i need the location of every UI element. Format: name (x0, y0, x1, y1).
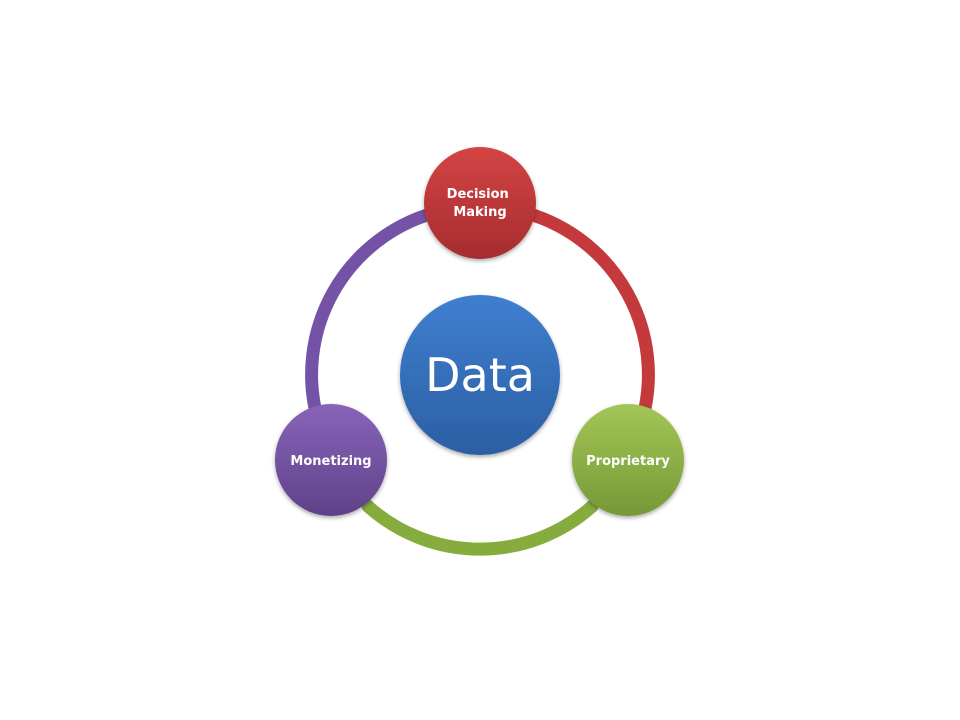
node-decision-making-line-1: Decision (447, 187, 509, 202)
center-node-data: Data (400, 295, 560, 455)
node-proprietary: Proprietary (572, 404, 684, 516)
arc-decision-to-proprietary (522, 207, 655, 423)
node-monetizing-label: Monetizing (290, 454, 371, 469)
node-monetizing: Monetizing (275, 404, 387, 516)
node-proprietary-label: Proprietary (586, 454, 670, 469)
node-decision-making-line-2: Making (453, 205, 506, 220)
cycle-ring (305, 207, 655, 556)
svg-text:Decision Making: Decision Making (447, 187, 514, 220)
node-decision-making: Decision Making (424, 147, 536, 259)
arc-proprietary-to-monetizing (361, 499, 599, 556)
center-label: Data (425, 348, 535, 402)
arc-monetizing-to-decision (305, 207, 438, 423)
